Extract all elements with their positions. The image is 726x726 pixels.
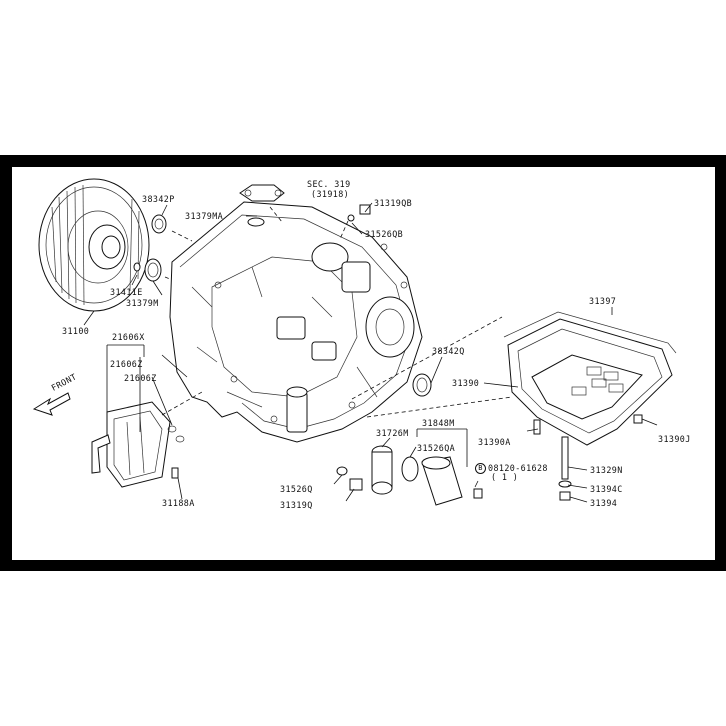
washer-31394C (558, 480, 572, 488)
label-sec-319: SEC. 319 (307, 179, 351, 189)
seal-31379M (144, 258, 162, 282)
label-31329N: 31329N (590, 465, 623, 475)
seal-38342Q (412, 373, 432, 397)
bracket-lines (106, 344, 188, 432)
diagram-frame: 38342P SEC. 319 (31918) 31319QB 31379MA … (0, 155, 726, 571)
label-31379MA: 31379MA (185, 211, 224, 221)
label-38342P: 38342P (142, 194, 175, 204)
label-31100: 31100 (62, 326, 90, 336)
leader-lines (83, 202, 658, 503)
oring-31379MA (247, 217, 265, 227)
oil-pan (507, 318, 673, 446)
parts-diagram-panel: 38342P SEC. 319 (31918) 31319QB 31379MA … (12, 167, 715, 560)
label-31848M: 31848M (422, 418, 455, 428)
plug-31319Q (349, 478, 363, 491)
label-31726M: 31726M (376, 428, 409, 438)
label-31390A: 31390A (478, 437, 511, 447)
plug-31394 (559, 491, 571, 501)
label-31394C: 31394C (590, 484, 623, 494)
label-31390J: 31390J (658, 434, 691, 444)
seal-38342P (151, 214, 167, 234)
label-21606Z-a: 21606Z (110, 359, 143, 369)
label-31390: 31390 (452, 378, 480, 388)
bolt-31390A (533, 419, 541, 435)
pan-gasket (503, 311, 677, 354)
filter-cover-31848M (421, 456, 463, 506)
bolt-31188A (171, 467, 179, 479)
label-31319QB: 31319QB (374, 198, 413, 208)
label-08120-61628: 08120-61628 (488, 463, 548, 473)
label-21606X: 21606X (112, 332, 145, 342)
label-qty: ( 1 ) (491, 472, 519, 482)
label-31411E: 31411E (110, 287, 143, 297)
label-31918: (31918) (311, 189, 350, 199)
bolt-31390J (633, 414, 643, 424)
plug-31319QB (359, 204, 371, 215)
label-31526Q: 31526Q (280, 484, 313, 494)
washer-31526QB (347, 214, 355, 222)
label-31526QB: 31526QB (365, 229, 404, 239)
oil-filter-31726M (371, 445, 393, 495)
transmission-case (169, 201, 423, 443)
oring-31526QA (401, 456, 419, 482)
bolt-08120-61628 (473, 488, 483, 499)
label-31188A: 31188A (162, 498, 195, 508)
torque-converter (38, 178, 150, 312)
bolt-symbol-circle: B (475, 463, 486, 474)
label-21606Z-b: 21606Z (124, 373, 157, 383)
oil-cooler (91, 401, 171, 488)
label-31319Q: 31319Q (280, 500, 313, 510)
label-31394: 31394 (590, 498, 618, 508)
front-arrow (32, 392, 71, 416)
drain-tube-31329N (561, 436, 569, 480)
label-38342Q: 38342Q (432, 346, 465, 356)
label-31397: 31397 (589, 296, 617, 306)
label-31379M: 31379M (126, 298, 159, 308)
exploded-drawing (32, 178, 677, 506)
label-31526QA: 31526QA (417, 443, 456, 453)
washer-31526Q (336, 466, 348, 476)
sensor-sec319 (239, 184, 285, 202)
